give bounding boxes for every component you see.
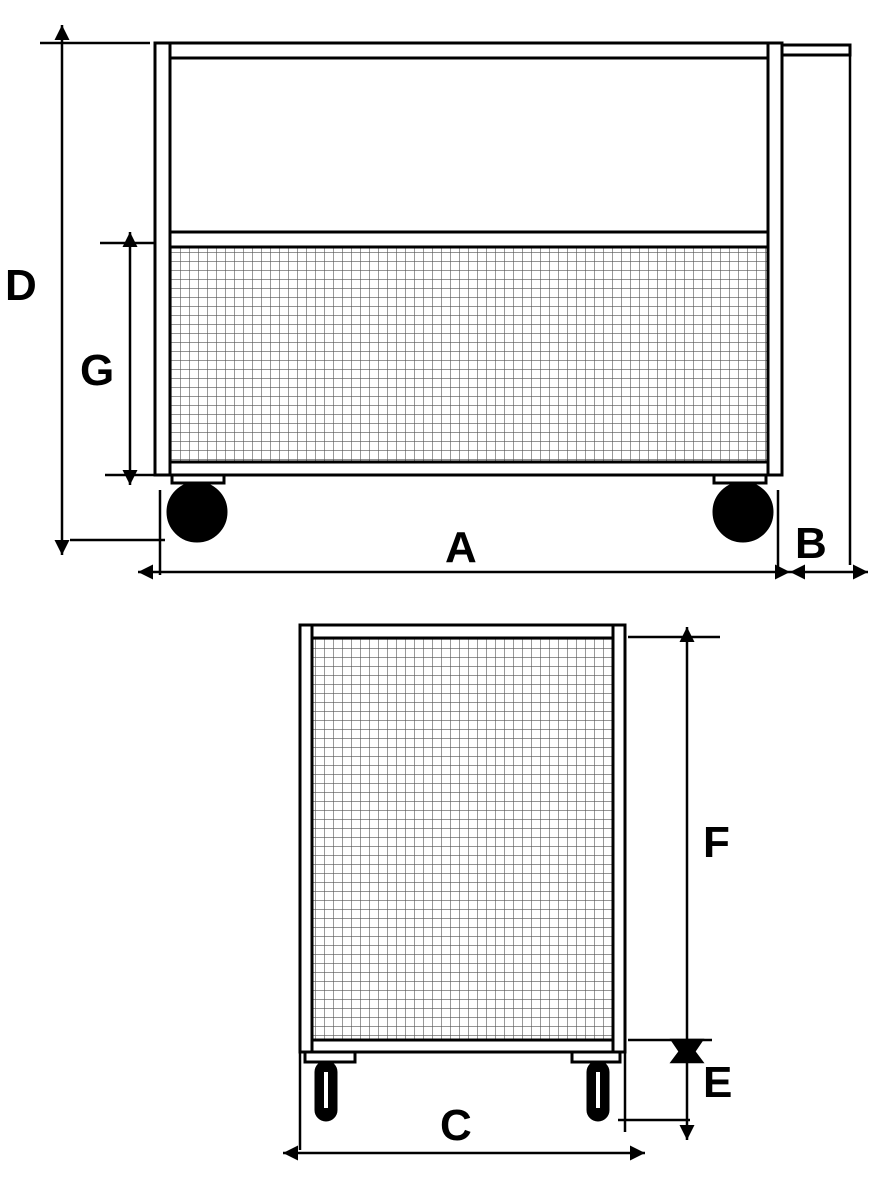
side-top-rail <box>298 623 627 640</box>
side-mesh-panel <box>310 636 615 1042</box>
label-d: D <box>5 261 37 310</box>
side-right-plate <box>570 1050 622 1064</box>
right-post <box>766 41 784 477</box>
label-g: G <box>80 346 114 395</box>
middle-rail <box>168 230 770 249</box>
front-view <box>153 41 852 543</box>
side-dimensions <box>283 627 720 1161</box>
side-left-post <box>298 623 314 1054</box>
label-a: A <box>445 523 477 572</box>
top-rail <box>153 41 784 60</box>
right-wheel <box>712 481 774 543</box>
side-bottom-rail <box>310 1038 615 1054</box>
side-left-plate <box>303 1050 357 1064</box>
front-mesh-panel <box>168 245 770 464</box>
label-b: B <box>795 519 827 568</box>
left-wheel <box>166 481 228 543</box>
label-e: E <box>703 1058 732 1107</box>
bottom-rail <box>168 460 770 477</box>
front-dimensions <box>40 25 868 580</box>
left-post <box>153 41 172 477</box>
label-f: F <box>703 818 730 867</box>
side-view <box>298 623 627 1122</box>
side-right-post <box>611 623 627 1054</box>
label-c: C <box>440 1101 472 1150</box>
